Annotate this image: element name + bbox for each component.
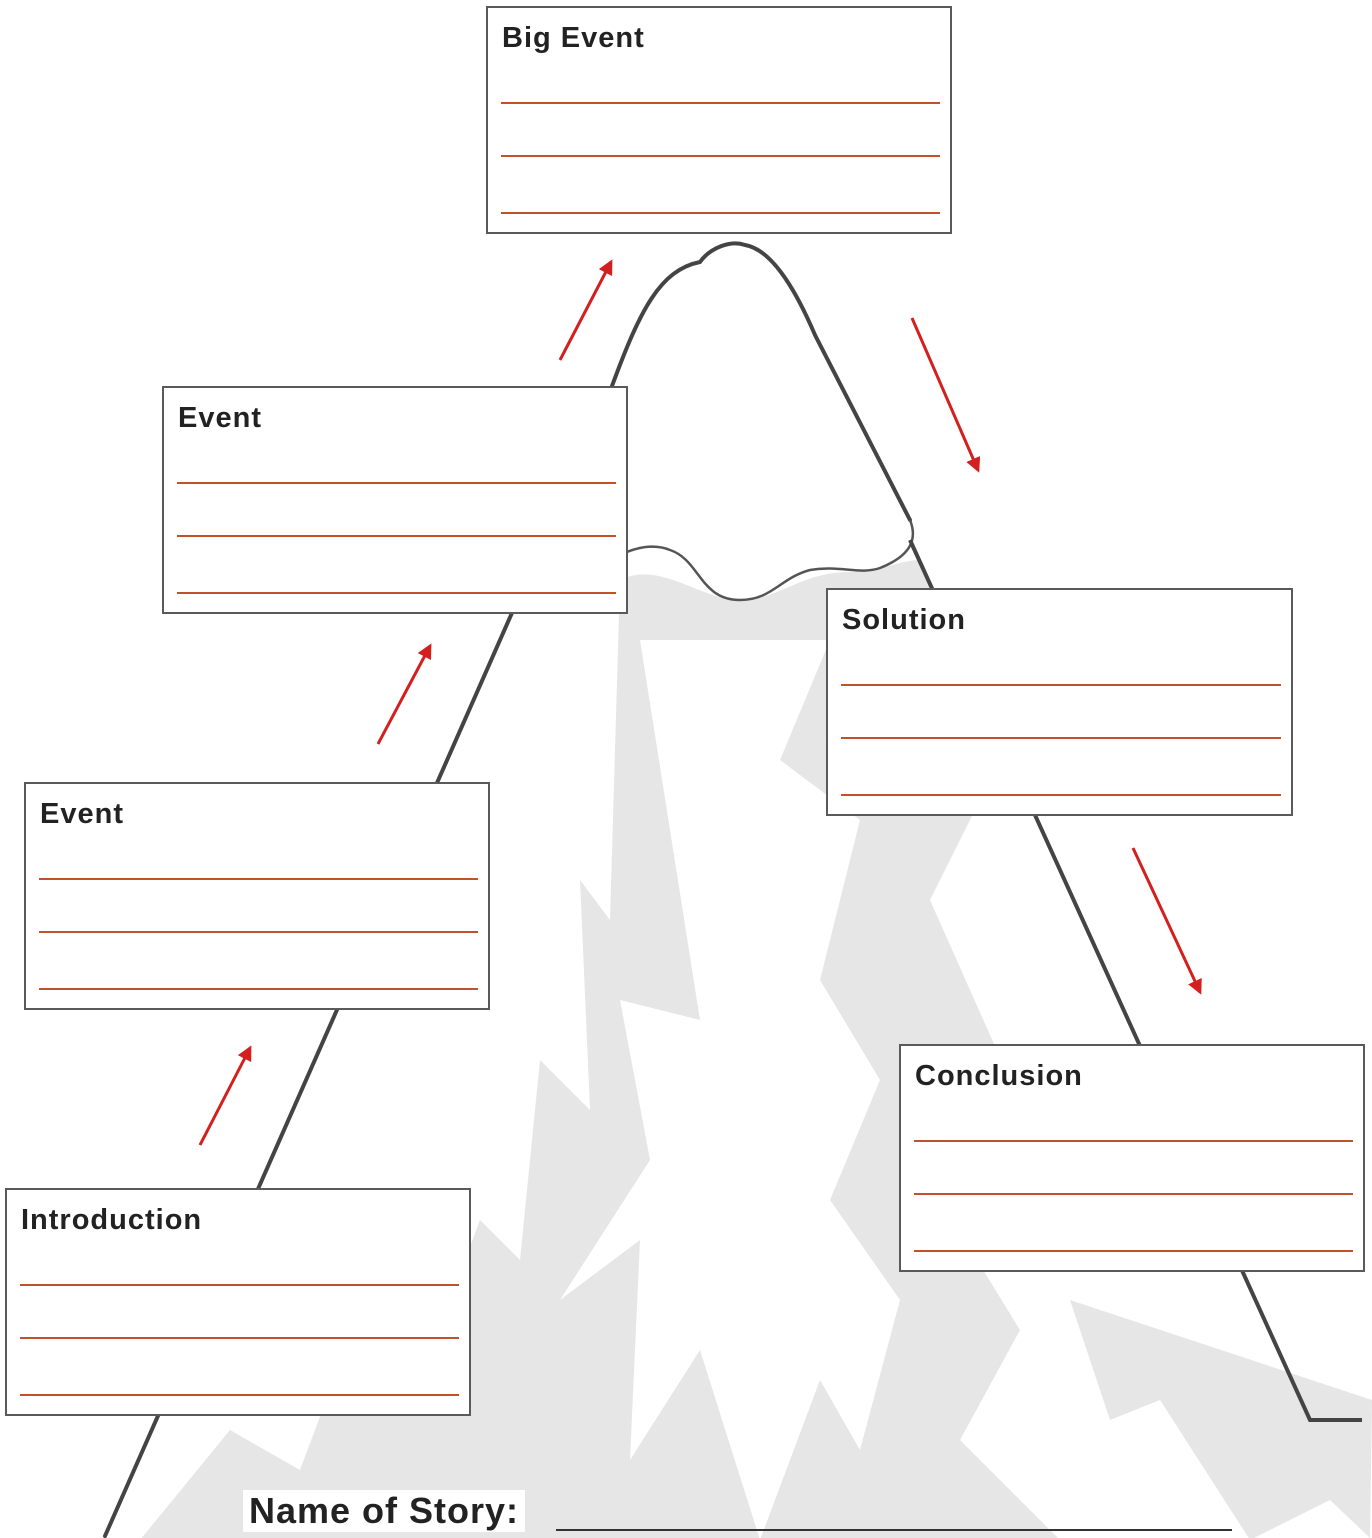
writing-line[interactable]	[177, 482, 616, 484]
arrow-solution-to-conclusion	[1131, 847, 1202, 995]
writing-line[interactable]	[39, 878, 478, 880]
writing-line[interactable]	[501, 155, 940, 157]
solution-box: Solution	[826, 588, 1293, 816]
writing-line[interactable]	[39, 931, 478, 933]
writing-line[interactable]	[841, 794, 1281, 796]
writing-line[interactable]	[841, 684, 1281, 686]
arrow-event-to-big-event	[558, 259, 613, 361]
introduction-label: Introduction	[21, 1204, 203, 1236]
story-name-label: Name of Story:	[243, 1490, 526, 1532]
snow-highlight-right	[1070, 1300, 1372, 1538]
mountain-right-slope	[908, 539, 1362, 1422]
story-name-line[interactable]	[556, 1529, 1232, 1531]
writing-line[interactable]	[20, 1337, 459, 1339]
arrow-intro-to-event	[198, 1045, 252, 1146]
writing-line[interactable]	[20, 1284, 459, 1286]
mountain-left-slope	[103, 241, 912, 1538]
writing-line[interactable]	[841, 737, 1281, 739]
arrow-big-event-to-solution	[910, 317, 981, 473]
event-lower-label: Event	[40, 798, 124, 830]
event-lower-box: Event	[24, 782, 490, 1010]
writing-line[interactable]	[914, 1193, 1353, 1195]
conclusion-box: Conclusion	[899, 1044, 1365, 1272]
big-event-box: Big Event	[486, 6, 952, 234]
arrow-event-to-event	[376, 643, 432, 745]
conclusion-label: Conclusion	[915, 1060, 1083, 1092]
solution-label: Solution	[842, 604, 966, 636]
writing-line[interactable]	[177, 592, 616, 594]
writing-line[interactable]	[177, 535, 616, 537]
writing-line[interactable]	[20, 1394, 459, 1396]
snow-highlight	[560, 640, 900, 1538]
writing-line[interactable]	[914, 1140, 1353, 1142]
introduction-box: Introduction	[5, 1188, 471, 1416]
writing-line[interactable]	[501, 102, 940, 104]
event-upper-label: Event	[178, 402, 262, 434]
writing-line[interactable]	[501, 212, 940, 214]
big-event-label: Big Event	[502, 22, 645, 54]
snow-cap-edge	[617, 519, 915, 602]
event-upper-box: Event	[162, 386, 628, 614]
writing-line[interactable]	[39, 988, 478, 990]
writing-line[interactable]	[914, 1250, 1353, 1252]
